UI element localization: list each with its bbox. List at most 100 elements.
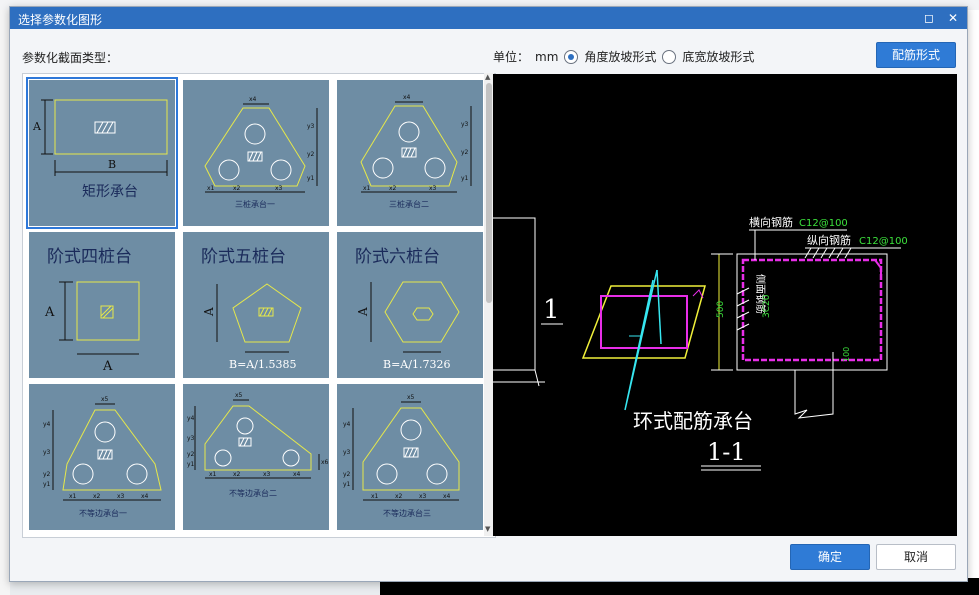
shape-tile-three-pile-1[interactable]: x4 y3 y2 y1 x1 x2 x3 三桩承台一 <box>183 80 329 226</box>
rect-dim-b: B <box>108 158 116 171</box>
background-cad-canvas <box>380 578 979 595</box>
three-pile-1-dim-y2: y2 <box>307 151 315 158</box>
unequal-3-dim-y4: y4 <box>343 421 351 428</box>
rect-caption: 矩形承台 <box>82 184 138 200</box>
unequal-1-dim-y2: y2 <box>43 471 51 478</box>
step-four-dim-a-left: A <box>44 305 55 320</box>
three-pile-2-dim-y1: y1 <box>461 175 469 182</box>
cad-preview-drawing: 1 环式配筋承台 1-1 500 横向钢筋 C12@100 纵向钢筋 C12@ <box>493 215 908 471</box>
three-pile-1-dim-x1: x1 <box>207 185 215 192</box>
three-pile-2-dim-x3: x3 <box>429 185 437 192</box>
three-pile-1-dim-y3: y3 <box>307 123 315 130</box>
three-pile-2-drawing: x4 y3 y2 y1 x1 x2 x3 三桩承台二 <box>360 94 472 209</box>
step-five-dim-a: A <box>202 307 216 317</box>
step-five-title: 阶式五桩台 <box>201 247 286 267</box>
three-pile-1-dim-x4: x4 <box>249 96 257 103</box>
rect-shape-drawing: A B 矩形承台 <box>32 99 168 200</box>
preview-side-rebar: 侧面钢筋 <box>754 274 767 314</box>
shape-tile-step-four[interactable]: 阶式四桩台 A A <box>29 232 175 378</box>
unequal-2-drawing: x5 y4 y3 y2 y1 x6 x1 x2 x3 x4 不等边承台二 <box>187 392 329 498</box>
unequal-1-dim-x1: x1 <box>69 493 77 500</box>
three-pile-2-dim-x2: x2 <box>389 185 397 192</box>
radio-angle-slope[interactable] <box>564 49 579 64</box>
shape-tile-rect[interactable]: A B 矩形承台 <box>26 77 178 229</box>
select-parametric-shape-dialog: 选择参数化图形 ◻ ✕ 参数化截面类型： 单位： mm 角度放坡形式 底宽放坡形… <box>9 6 968 582</box>
shape-tile-unequal-2[interactable]: x5 y4 y3 y2 y1 x6 x1 x2 x3 x4 不等边承台二 <box>183 384 329 530</box>
unit-selector: 单位： mm 角度放坡形式 底宽放坡形式 <box>493 48 754 65</box>
step-four-dim-a-bottom: A <box>102 359 113 374</box>
three-pile-1-dim-x3: x3 <box>275 185 283 192</box>
shape-tile-three-pile-2[interactable]: x4 y3 y2 y1 x1 x2 x3 三桩承台二 <box>337 80 483 226</box>
preview-dim-500: 500 <box>716 301 726 318</box>
scrollbar-thumb[interactable] <box>486 83 492 303</box>
preview-section-number: 1 <box>543 295 560 325</box>
shape-tile-step-five[interactable]: 阶式五桩台 A B=A/1.5385 <box>183 232 329 378</box>
background-right-panel <box>966 10 979 595</box>
shape-tile-step-six[interactable]: 阶式六桩台 A B=A/1.7326 <box>337 232 483 378</box>
unequal-3-dim-y1: y1 <box>343 481 351 488</box>
step-four-title: 阶式四桩台 <box>47 247 132 267</box>
three-pile-1-caption: 三桩承台一 <box>235 199 275 209</box>
three-pile-2-dim-y3: y3 <box>461 121 469 128</box>
three-pile-2-dim-x1: x1 <box>363 185 371 192</box>
unequal-2-dim-x4: x4 <box>293 471 301 478</box>
dialog-titlebar: 选择参数化图形 ◻ ✕ <box>10 7 967 29</box>
rebar-form-button[interactable]: 配筋形式 <box>876 42 956 68</box>
radio-bottom-width-slope[interactable] <box>662 49 677 64</box>
step-six-dim-a: A <box>356 307 370 317</box>
unequal-2-dim-y3: y3 <box>187 435 195 442</box>
unequal-3-dim-y3: y3 <box>343 449 351 456</box>
unequal-1-dim-y3: y3 <box>43 449 51 456</box>
ok-button[interactable]: 确定 <box>790 544 870 570</box>
unequal-1-dim-y1: y1 <box>43 481 51 488</box>
shape-tile-unequal-1[interactable]: x5 y4 y3 y2 y1 x1 x2 x3 x4 不等边承台一 <box>29 384 175 530</box>
unequal-3-dim-y2: y2 <box>343 471 351 478</box>
preview-h-rebar-spec: C12@100 <box>799 218 848 229</box>
three-pile-2-dim-x4: x4 <box>403 94 411 101</box>
unequal-2-dim-y4: y4 <box>187 415 195 422</box>
unequal-3-dim-x1: x1 <box>371 493 379 500</box>
unequal-3-dim-x3: x3 <box>419 493 427 500</box>
maximize-icon[interactable]: ◻ <box>924 11 934 25</box>
unequal-3-dim-x2: x2 <box>395 493 403 500</box>
unequal-2-caption: 不等边承台二 <box>229 488 277 498</box>
three-pile-1-drawing: x4 y3 y2 y1 x1 x2 x3 三桩承台一 <box>204 96 318 209</box>
shape-gallery: A B 矩形承台 x4 y3 y2 y1 <box>22 73 496 538</box>
unequal-1-dim-y4: y4 <box>43 421 51 428</box>
radio-bottom-width-slope-label[interactable]: 底宽放坡形式 <box>682 50 755 64</box>
three-pile-2-dim-y2: y2 <box>461 149 469 156</box>
three-pile-1-dim-y1: y1 <box>307 175 315 182</box>
unequal-1-caption: 不等边承台一 <box>79 508 127 518</box>
unequal-1-dim-x2: x2 <box>93 493 101 500</box>
unequal-2-dim-x3: x3 <box>263 471 271 478</box>
dialog-title: 选择参数化图形 <box>18 13 103 27</box>
scroll-down-icon[interactable]: ▼ <box>485 525 491 533</box>
unequal-1-drawing: x5 y4 y3 y2 y1 x1 x2 x3 x4 不等边承台一 <box>43 396 162 518</box>
unit-value: mm <box>535 49 559 64</box>
unequal-3-caption: 不等边承台三 <box>383 508 431 518</box>
rect-dim-a: A <box>32 120 42 133</box>
scroll-up-icon[interactable]: ▲ <box>485 73 491 81</box>
preview-v-rebar-spec: C12@100 <box>859 236 908 247</box>
three-pile-1-dim-x2: x2 <box>233 185 241 192</box>
three-pile-2-caption: 三桩承台二 <box>389 199 429 209</box>
unit-label: 单位： <box>493 50 530 64</box>
step-five-formula: B=A/1.5385 <box>229 358 296 371</box>
preview-title: 环式配筋承台 <box>633 409 753 433</box>
step-six-title: 阶式六桩台 <box>355 247 440 267</box>
unequal-1-dim-x4: x4 <box>141 493 149 500</box>
preview-h-rebar: 横向钢筋 <box>749 215 793 229</box>
unequal-1-dim-x5: x5 <box>101 396 109 403</box>
step-six-formula: B=A/1.7326 <box>383 358 450 371</box>
shape-tile-unequal-3[interactable]: x5 y4 y3 y2 y1 x1 x2 x3 x4 不等边承台三 <box>337 384 483 530</box>
radio-angle-slope-label[interactable]: 角度放坡形式 <box>584 50 657 64</box>
unequal-2-dim-y2: y2 <box>187 451 195 458</box>
preview-section-mark: 1-1 <box>707 438 746 466</box>
cancel-button[interactable]: 取消 <box>876 544 956 570</box>
close-icon[interactable]: ✕ <box>947 11 959 25</box>
preview-dim-100: 100 <box>842 347 851 362</box>
preview-v-rebar: 纵向钢筋 <box>807 233 851 247</box>
gallery-scrollbar[interactable]: ▲ ▼ <box>484 73 494 536</box>
step-five-drawing: 阶式五桩台 A B=A/1.5385 <box>201 247 302 371</box>
section-type-label: 参数化截面类型： <box>22 51 119 65</box>
